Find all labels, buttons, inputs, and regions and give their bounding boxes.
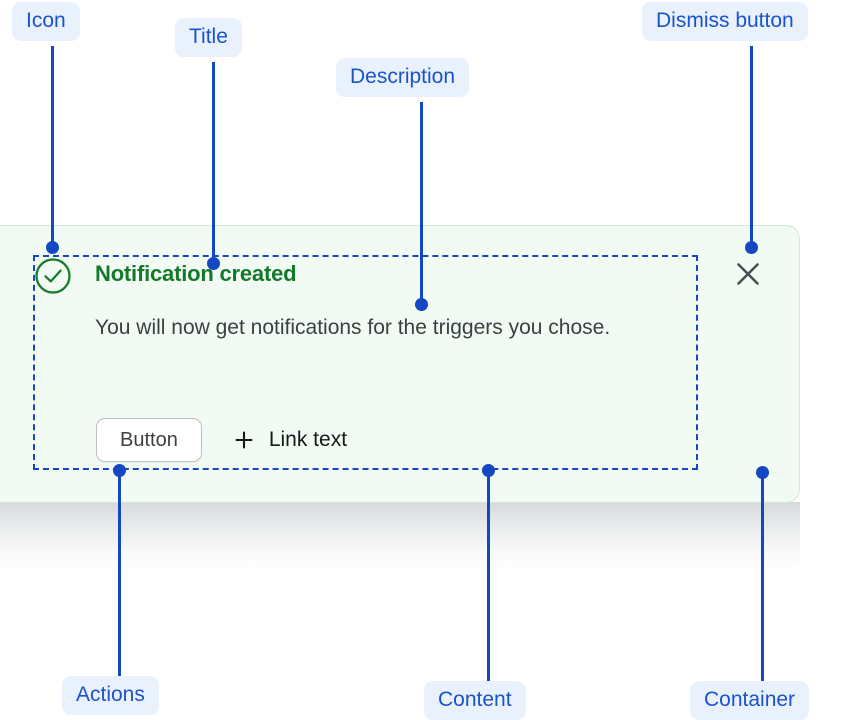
dismiss-button[interactable] <box>733 259 763 289</box>
annotation-label-icon: Icon <box>12 2 80 41</box>
annotation-dot-actions <box>113 464 126 477</box>
annotation-connector-actions <box>118 470 121 676</box>
annotation-label-content: Content <box>424 681 526 720</box>
primary-action-button[interactable]: Button <box>96 418 202 462</box>
annotation-dot-icon <box>46 241 59 254</box>
annotation-label-dismiss-button: Dismiss button <box>642 2 808 41</box>
notification-title: Notification created <box>95 261 297 286</box>
annotation-dot-container <box>756 466 769 479</box>
annotation-label-actions: Actions <box>62 676 159 715</box>
annotation-label-title: Title <box>175 18 242 57</box>
notification-actions: Button Link text <box>96 418 347 462</box>
annotation-connector-title <box>212 62 215 262</box>
notification-description: You will now get notifications for the t… <box>95 316 611 339</box>
annotation-dot-content <box>482 464 495 477</box>
annotation-connector-container <box>761 476 764 681</box>
check-circle-icon <box>34 257 72 295</box>
annotation-dot-description <box>415 298 428 311</box>
annotation-dot-title <box>207 257 220 270</box>
annotation-label-container: Container <box>690 681 810 720</box>
annotation-dot-dismiss-button <box>745 241 758 254</box>
annotation-connector-icon <box>51 46 54 246</box>
plus-icon <box>234 430 254 450</box>
annotation-label-description: Description <box>336 58 470 97</box>
annotation-connector-description <box>420 102 423 304</box>
secondary-action-link-label: Link text <box>268 428 348 451</box>
secondary-action-link[interactable]: Link text <box>234 428 347 452</box>
annotation-connector-content <box>487 470 490 681</box>
annotation-connector-dismiss-button <box>750 46 753 246</box>
